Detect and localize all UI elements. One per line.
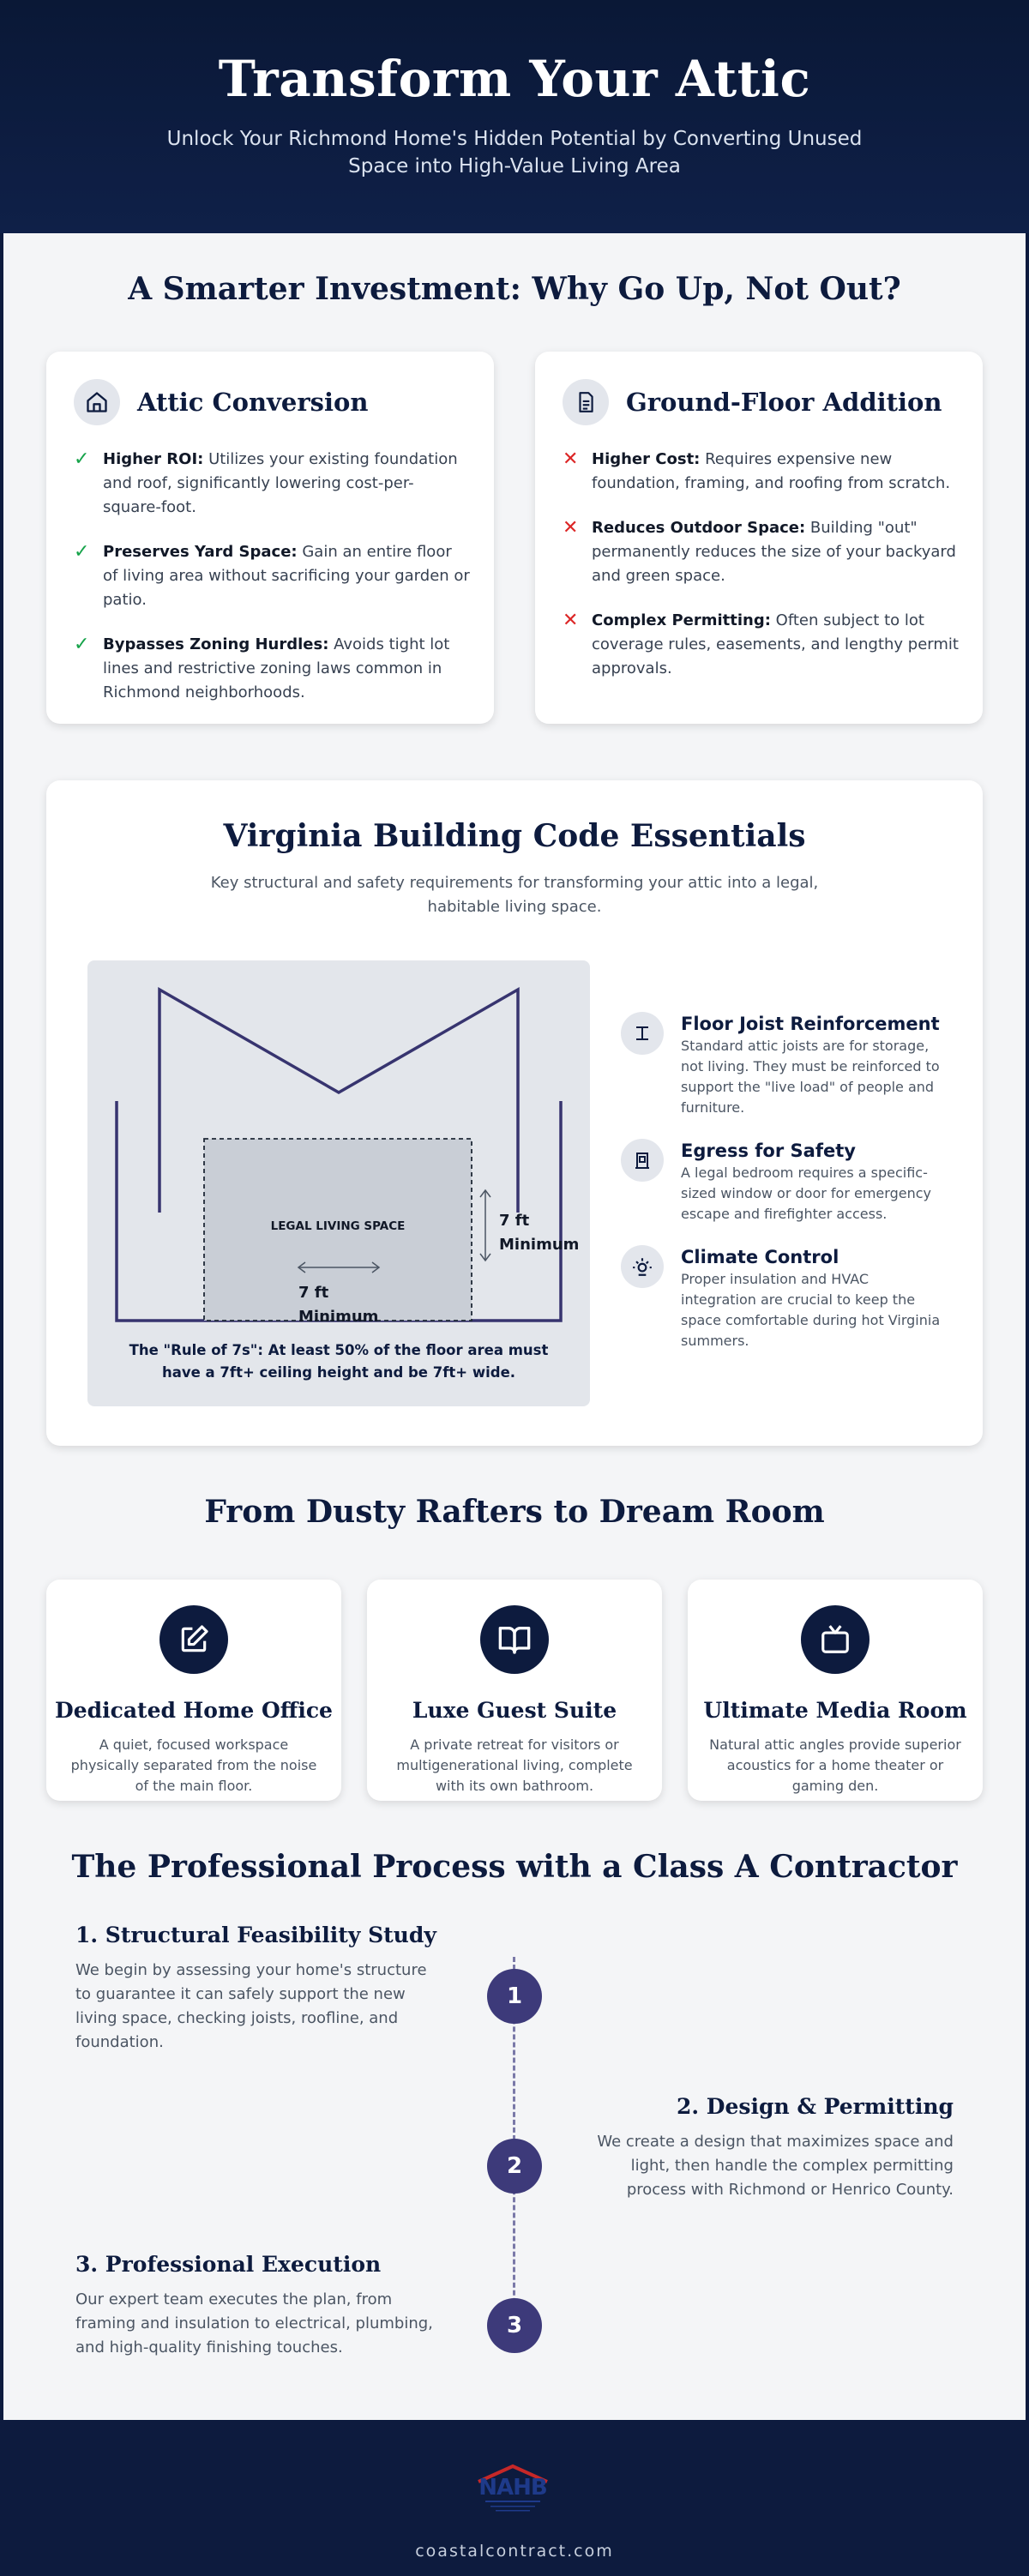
- attic-conversion-card: Attic Conversion ✓Higher ROI: Utilizes y…: [46, 352, 494, 724]
- cross-icon: ✕: [563, 448, 579, 470]
- rule-of-7s-caption: The "Rule of 7s": At least 50% of the fl…: [129, 1342, 549, 1381]
- room-card-guest-suite: Luxe Guest Suite A private retreat for v…: [367, 1580, 662, 1801]
- process-step-1: 1. Structural Feasibility Study We begin…: [75, 1923, 436, 2051]
- step-number-2: 2: [487, 2139, 542, 2194]
- sun-icon: [621, 1245, 664, 1288]
- attic-benefits-list: ✓Higher ROI: Utilizes your existing foun…: [74, 448, 470, 725]
- width-dimension-label: 7 ft Minimum: [298, 1284, 379, 1326]
- legal-living-space-box: [203, 1138, 472, 1321]
- check-icon: ✓: [74, 541, 90, 563]
- attic-diagram: LEGAL LIVING SPACE 7 ft Minimum 7 ft Min…: [87, 960, 590, 1406]
- document-icon: [563, 379, 609, 425]
- beam-icon: [621, 1012, 664, 1055]
- pencil-icon: [159, 1605, 228, 1674]
- nahb-logo-text: NAHB: [478, 2475, 547, 2501]
- height-dimension-label: 7 ft Minimum: [499, 1212, 580, 1254]
- attic-cross-section: [115, 986, 563, 1322]
- list-item: ✓Preserves Yard Space: Gain an entire fl…: [74, 540, 470, 612]
- ground-floor-addition-card: Ground-Floor Addition ✕Higher Cost: Requ…: [535, 352, 983, 724]
- page-title: Transform Your Attic: [218, 50, 811, 108]
- building-code-intro: Key structural and safety requirements f…: [210, 874, 819, 916]
- legal-living-space-label: LEGAL LIVING SPACE: [270, 1219, 406, 1233]
- list-item: ✕Higher Cost: Requires expensive new fou…: [563, 448, 959, 496]
- footer-website[interactable]: coastalcontract.com: [415, 2542, 614, 2561]
- nahb-logo: NAHB: [470, 2463, 556, 2516]
- step-number-3: 3: [487, 2298, 542, 2353]
- cross-icon: ✕: [563, 517, 579, 539]
- requirement-egress: Egress for Safety A legal bedroom requir…: [621, 1139, 947, 1225]
- house-icon: [74, 379, 120, 425]
- book-icon: [480, 1605, 549, 1674]
- nahb-logo-mark: [478, 2464, 548, 2512]
- room-card-media-room: Ultimate Media Room Natural attic angles…: [688, 1580, 983, 1801]
- hero-header: Transform Your Attic Unlock Your Richmon…: [0, 0, 1029, 233]
- window-icon: [621, 1139, 664, 1182]
- process-step-3: 3. Professional Execution Our expert tea…: [75, 2252, 433, 2356]
- list-item: ✕Reduces Outdoor Space: Building "out" p…: [563, 516, 959, 588]
- addition-drawbacks-list: ✕Higher Cost: Requires expensive new fou…: [563, 448, 959, 701]
- attic-conversion-title: Attic Conversion: [137, 388, 369, 417]
- ground-floor-addition-title: Ground-Floor Addition: [626, 388, 942, 417]
- requirement-floor-joist: Floor Joist Reinforcement Standard attic…: [621, 1012, 947, 1118]
- step-number-1: 1: [487, 1969, 542, 2024]
- check-icon: ✓: [74, 448, 90, 470]
- footer: NAHB coastalcontract.com: [0, 2420, 1029, 2576]
- page-subtitle: Unlock Your Richmond Home's Hidden Poten…: [166, 128, 863, 178]
- list-item: ✓Higher ROI: Utilizes your existing foun…: [74, 448, 470, 520]
- process-heading: The Professional Process with a Class A …: [71, 1849, 958, 1885]
- tv-icon: [801, 1605, 870, 1674]
- building-code-heading: Virginia Building Code Essentials: [223, 818, 806, 854]
- check-icon: ✓: [74, 634, 90, 655]
- list-item: ✕Complex Permitting: Often subject to lo…: [563, 609, 959, 681]
- process-step-2: 2. Design & Permitting We create a desig…: [597, 2094, 954, 2199]
- cross-icon: ✕: [563, 610, 579, 631]
- main-content: A Smarter Investment: Why Go Up, Not Out…: [3, 233, 1026, 2420]
- comparison-heading: A Smarter Investment: Why Go Up, Not Out…: [128, 271, 901, 307]
- room-card-office: Dedicated Home Office A quiet, focused w…: [46, 1580, 341, 1801]
- rooms-heading: From Dusty Rafters to Dream Room: [204, 1494, 825, 1530]
- requirement-climate-control: Climate Control Proper insulation and HV…: [621, 1245, 947, 1351]
- list-item: ✓Bypasses Zoning Hurdles: Avoids tight l…: [74, 633, 470, 705]
- building-code-card: Virginia Building Code Essentials Key st…: [46, 780, 983, 1446]
